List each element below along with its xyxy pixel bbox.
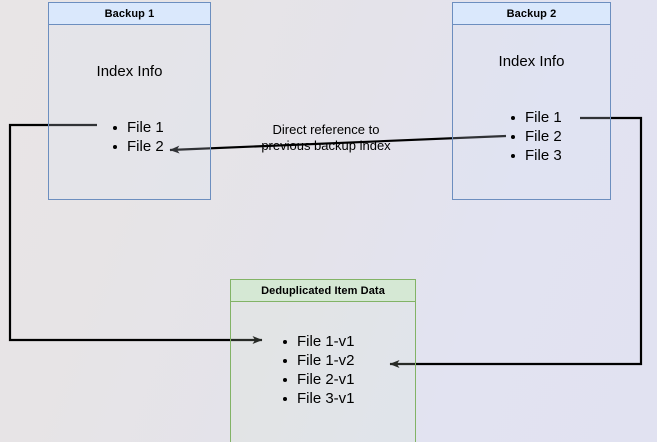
deduplicated-item-data-header: Deduplicated Item Data [230,279,416,302]
backup-2-title: Backup 2 [506,7,557,20]
backup-2-file-list: File 1 File 2 File 3 [495,108,562,165]
deduplicated-item-list: File 1-v1 File 1-v2 File 2-v1 File 3-v1 [267,332,355,408]
backup-2-node[interactable]: Backup 2 Index Info File 1 File 2 File 3 [452,2,611,200]
list-item[interactable]: File 2 [113,137,164,156]
edge-label-line-1: Direct reference to [272,122,380,137]
backup-1-index-label: Index Info [96,63,163,80]
list-item[interactable]: File 1 [511,108,562,127]
backup-1-header: Backup 1 [48,2,211,25]
list-item[interactable]: File 3-v1 [283,389,355,408]
deduplicated-item-data-node[interactable]: Deduplicated Item Data File 1-v1 File 1-… [230,279,416,442]
list-item[interactable]: File 1-v2 [283,351,355,370]
deduplicated-item-data-title: Deduplicated Item Data [261,284,385,297]
edge-label-line-2: previous backup index [261,138,391,153]
list-item[interactable]: File 1-v1 [283,332,355,351]
list-item[interactable]: File 3 [511,146,562,165]
backup-1-node[interactable]: Backup 1 Index Info File 1 File 2 [48,2,211,200]
list-item[interactable]: File 2 [511,127,562,146]
backup-1-file-list: File 1 File 2 [97,118,164,156]
backup-2-header: Backup 2 [452,2,611,25]
edge-label-direct-reference: Direct reference to previous backup inde… [240,122,412,154]
backup-1-title: Backup 1 [104,7,155,20]
list-item[interactable]: File 2-v1 [283,370,355,389]
list-item[interactable]: File 1 [113,118,164,137]
backup-2-index-label: Index Info [498,53,565,70]
